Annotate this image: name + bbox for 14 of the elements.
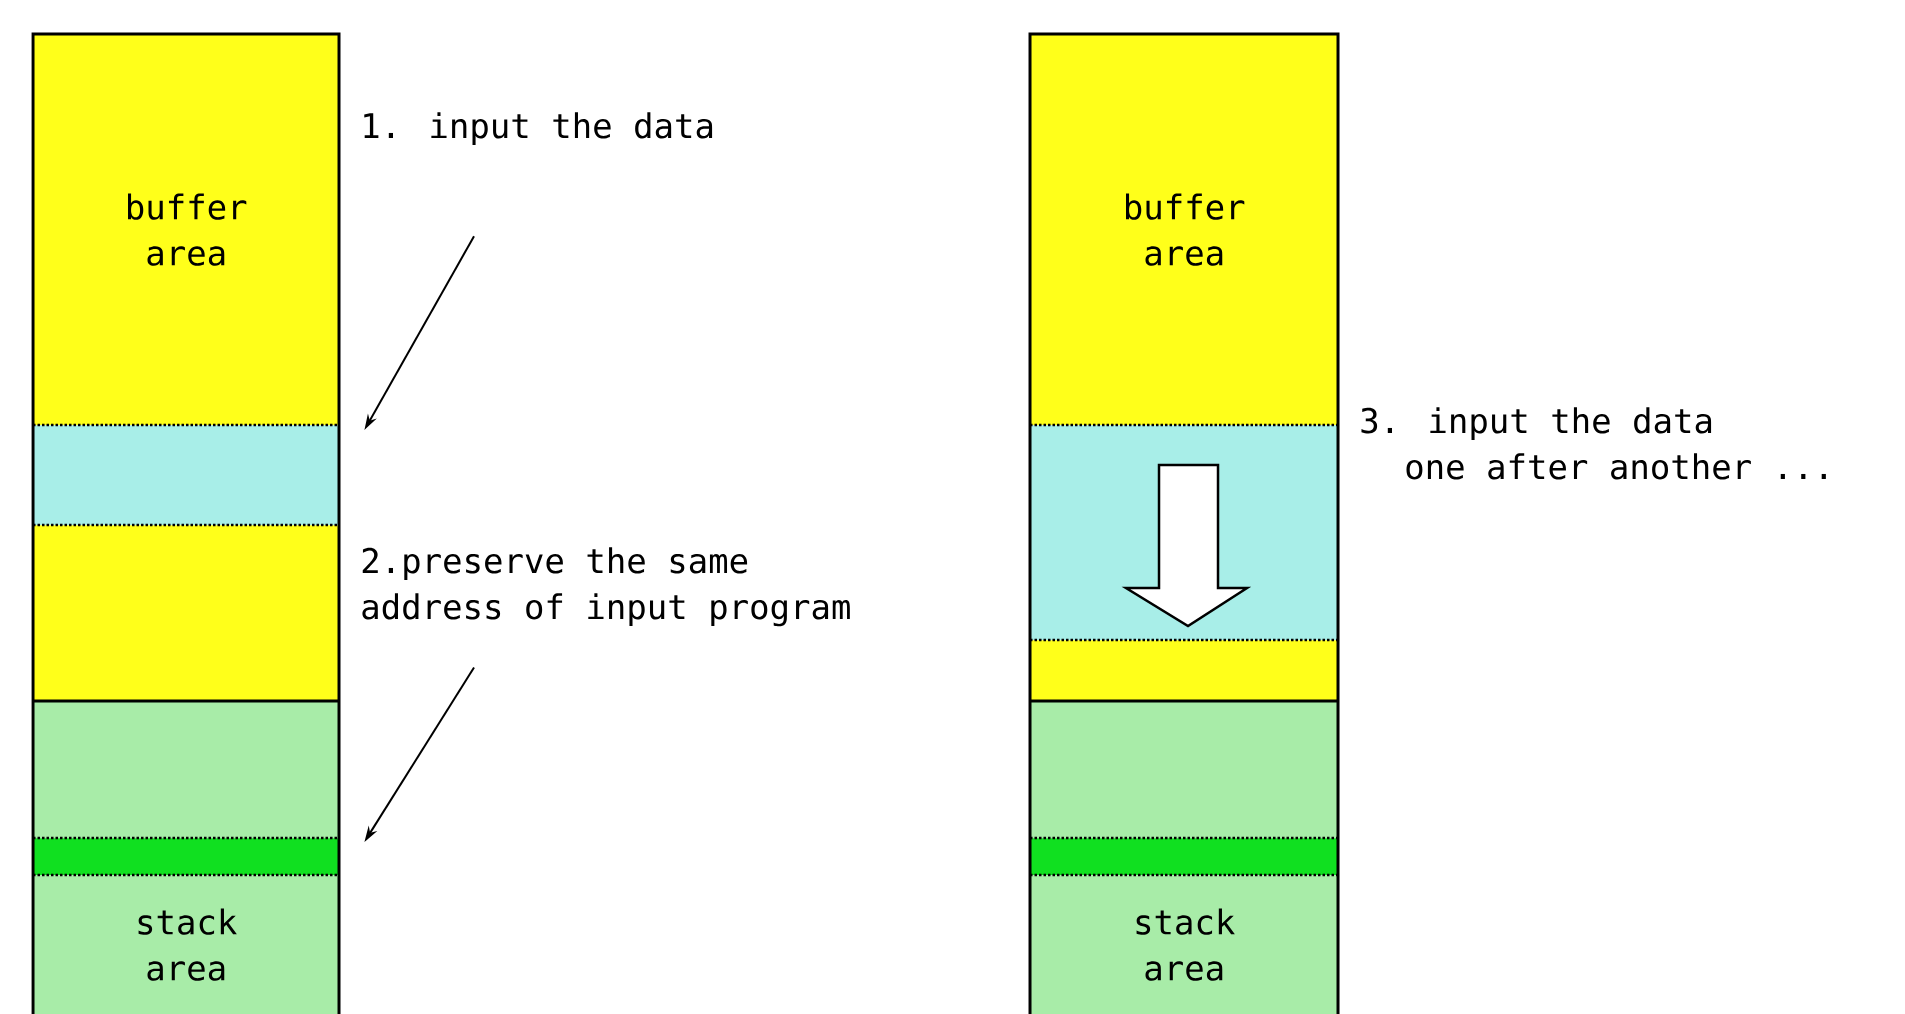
memory-band (1030, 701, 1339, 839)
step-text: 3. input the data one after another ... (1361, 407, 1826, 480)
step-text: 1. input the data (364, 112, 713, 146)
buffer-area: buffer area (33, 34, 340, 426)
memory-band (1030, 640, 1339, 702)
memory-band (33, 838, 340, 876)
buffer-area: buffer area (1030, 34, 1339, 426)
memory-band (33, 525, 340, 702)
stack-area: stack area (33, 875, 340, 1014)
stack-area: stack area (1030, 875, 1339, 1014)
step-text: 2.preserve the same address of input program (362, 547, 850, 627)
memory-band (33, 425, 340, 526)
memory-band (1030, 838, 1339, 876)
memory-band (33, 701, 340, 839)
